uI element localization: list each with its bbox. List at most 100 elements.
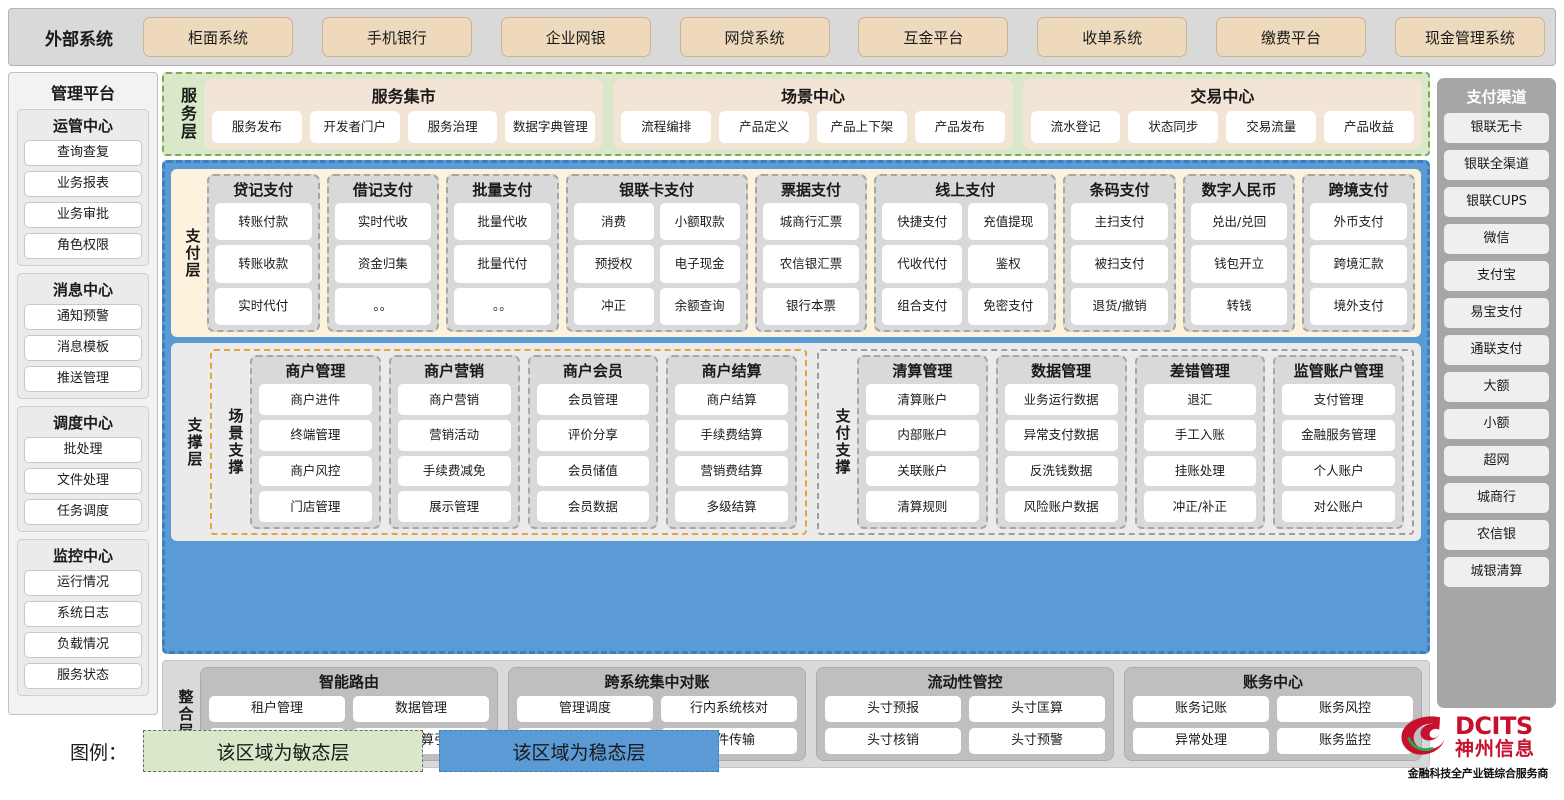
service-item[interactable]: 流程编排 [621,111,711,143]
support-item[interactable]: 退汇 [1144,384,1257,415]
support-item[interactable]: 多级结算 [675,491,788,522]
support-item[interactable]: 对公账户 [1282,491,1395,522]
payment-item[interactable]: 批量代收 [454,203,551,240]
support-item[interactable]: 手工入账 [1144,420,1257,451]
payment-item[interactable]: 退货/撤销 [1071,288,1168,325]
payment-item[interactable]: 转账付款 [215,203,312,240]
payment-item[interactable]: 主扫支付 [1071,203,1168,240]
payment-item[interactable]: 跨境汇款 [1310,245,1407,282]
payment-item[interactable]: 鉴权 [968,245,1048,282]
support-item[interactable]: 关联账户 [866,456,979,487]
support-item[interactable]: 金融服务管理 [1282,420,1395,451]
service-item[interactable]: 服务发布 [212,111,302,143]
support-item[interactable]: 挂账处理 [1144,456,1257,487]
payment-item[interactable]: 兑出/兑回 [1191,203,1288,240]
payment-item[interactable]: 电子现金 [660,245,740,282]
sidebar-item[interactable]: 角色权限 [24,233,142,259]
payment-item[interactable]: 城商行汇票 [763,203,860,240]
sidebar-item[interactable]: 通知预警 [24,304,142,330]
payment-item[interactable]: 充值提现 [968,203,1048,240]
external-system-chip[interactable]: 缴费平台 [1216,17,1366,57]
sidebar-item[interactable]: 业务报表 [24,171,142,197]
external-system-chip[interactable]: 现金管理系统 [1395,17,1545,57]
payment-channel-item[interactable]: 城银清算 [1444,557,1549,587]
payment-channel-item[interactable]: 城商行 [1444,483,1549,513]
sidebar-item[interactable]: 系统日志 [24,601,142,627]
integration-item[interactable]: 账务监控 [1277,728,1413,754]
payment-channel-item[interactable]: 小额 [1444,409,1549,439]
payment-channel-item[interactable]: 农信银 [1444,520,1549,550]
sidebar-item[interactable]: 推送管理 [24,366,142,392]
support-item[interactable]: 营销费结算 [675,456,788,487]
payment-channel-item[interactable]: 超网 [1444,446,1549,476]
payment-item[interactable]: 境外支付 [1310,288,1407,325]
service-item[interactable]: 状态同步 [1128,111,1218,143]
support-item[interactable]: 风险账户数据 [1005,491,1118,522]
support-item[interactable]: 营销活动 [398,420,511,451]
integration-item[interactable]: 头寸匡算 [969,696,1105,722]
sidebar-item[interactable]: 业务审批 [24,202,142,228]
support-item[interactable]: 业务运行数据 [1005,384,1118,415]
support-item[interactable]: 展示管理 [398,491,511,522]
sidebar-item[interactable]: 运行情况 [24,570,142,596]
payment-item[interactable]: 实时代收 [335,203,432,240]
service-item[interactable]: 数据字典管理 [505,111,595,143]
support-item[interactable]: 异常支付数据 [1005,420,1118,451]
support-item[interactable]: 手续费减免 [398,456,511,487]
integration-item[interactable]: 行内系统核对 [661,696,797,722]
payment-item[interactable]: 组合支付 [882,288,962,325]
payment-channel-item[interactable]: 支付宝 [1444,261,1549,291]
payment-channel-item[interactable]: 银联CUPS [1444,187,1549,217]
sidebar-item[interactable]: 批处理 [24,437,142,463]
support-item[interactable]: 商户营销 [398,384,511,415]
external-system-chip[interactable]: 柜面系统 [143,17,293,57]
sidebar-item[interactable]: 负载情况 [24,632,142,658]
external-system-chip[interactable]: 互金平台 [858,17,1008,57]
integration-item[interactable]: 头寸预报 [825,696,961,722]
payment-item[interactable]: 钱包开立 [1191,245,1288,282]
integration-item[interactable]: 管理调度 [517,696,653,722]
support-item[interactable]: 会员储值 [537,456,650,487]
support-item[interactable]: 个人账户 [1282,456,1395,487]
sidebar-item[interactable]: 任务调度 [24,499,142,525]
payment-channel-item[interactable]: 微信 [1444,224,1549,254]
integration-item[interactable]: 异常处理 [1133,728,1269,754]
payment-item[interactable]: 消费 [574,203,654,240]
integration-item[interactable]: 头寸核销 [825,728,961,754]
external-system-chip[interactable]: 企业网银 [501,17,651,57]
support-item[interactable]: 终端管理 [259,420,372,451]
sidebar-item[interactable]: 文件处理 [24,468,142,494]
payment-item[interactable]: 小额取款 [660,203,740,240]
sidebar-item[interactable]: 消息模板 [24,335,142,361]
external-system-chip[interactable]: 网贷系统 [680,17,830,57]
payment-item[interactable]: 冲正 [574,288,654,325]
payment-item[interactable]: 实时代付 [215,288,312,325]
integration-item[interactable]: 租户管理 [209,696,345,722]
payment-item[interactable]: 银行本票 [763,288,860,325]
payment-item[interactable]: 农信银汇票 [763,245,860,282]
service-item[interactable]: 交易流量 [1226,111,1316,143]
service-item[interactable]: 产品收益 [1324,111,1414,143]
service-item[interactable]: 服务治理 [408,111,498,143]
integration-item[interactable]: 数据管理 [353,696,489,722]
payment-channel-item[interactable]: 易宝支付 [1444,298,1549,328]
integration-item[interactable]: 账务风控 [1277,696,1413,722]
external-system-chip[interactable]: 手机银行 [322,17,472,57]
payment-item[interactable]: 转钱 [1191,288,1288,325]
support-item[interactable]: 支付管理 [1282,384,1395,415]
service-item[interactable]: 产品定义 [719,111,809,143]
payment-item[interactable]: 。。 [335,288,432,325]
payment-item[interactable]: 外币支付 [1310,203,1407,240]
payment-item[interactable]: 余额查询 [660,288,740,325]
payment-channel-item[interactable]: 银联无卡 [1444,113,1549,143]
service-item[interactable]: 流水登记 [1031,111,1121,143]
support-item[interactable]: 会员数据 [537,491,650,522]
support-item[interactable]: 会员管理 [537,384,650,415]
external-system-chip[interactable]: 收单系统 [1037,17,1187,57]
payment-item[interactable]: 批量代付 [454,245,551,282]
payment-item[interactable]: 被扫支付 [1071,245,1168,282]
payment-item[interactable]: 快捷支付 [882,203,962,240]
support-item[interactable]: 商户结算 [675,384,788,415]
integration-item[interactable]: 账务记账 [1133,696,1269,722]
sidebar-item[interactable]: 服务状态 [24,663,142,689]
